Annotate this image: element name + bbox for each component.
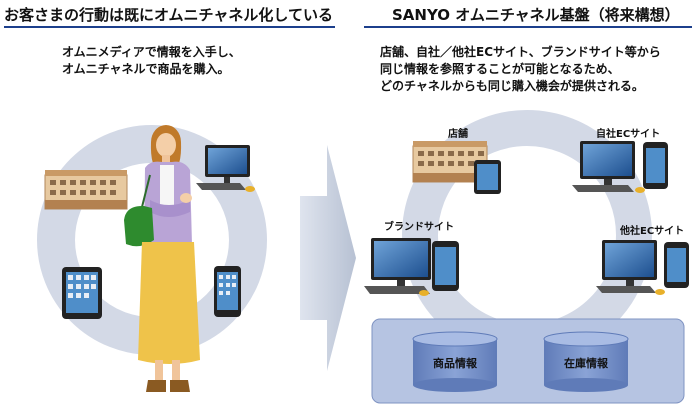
database-label-inventory-info: 在庫情報 [564,357,608,370]
store-building-icon [44,170,128,210]
right-description-line-3: どのチャネルからも同じ購入機会が提供される。 [380,79,644,93]
database-icon [412,331,498,392]
left-description-line-2: オムニチャネルで商品を購入。 [62,62,230,76]
right-title-underline [364,26,692,28]
desktop-computer-icon [364,238,431,296]
left-title-underline [4,26,335,28]
left-panel-title: お客さまの行動は既にオムニチャネル化している [4,6,333,24]
desktop-computer-icon [596,240,665,295]
desktop-computer-icon [196,145,255,192]
customer-woman-illustration [124,125,200,392]
smartphone-icon [214,266,241,317]
tablet-icon [62,267,102,319]
smartphone-icon [664,242,689,288]
left-description-line-1: オムニメディアで情報を入手し、 [62,45,241,59]
node-label-own-ec: 自社ECサイト [596,129,661,140]
smartphone-icon [643,142,668,189]
node-label-store: 店舗 [448,129,468,140]
transition-arrow [300,145,356,371]
database-label-product-info: 商品情報 [433,357,477,370]
node-label-other-ec: 他社ECサイト [620,226,685,237]
tablet-icon [474,160,501,194]
node-label-brand-site: ブランドサイト [384,222,454,233]
right-description-line-1: 店舗、自社／他社ECサイト、ブランドサイト等から [380,45,661,59]
right-panel-title: SANYO オムニチャネル基盤（将来構想） [392,6,680,24]
desktop-computer-icon [572,141,645,193]
smartphone-icon [432,241,459,291]
database-icon [543,331,629,392]
right-description-line-2: 同じ情報を参照することが可能となるため、 [380,62,620,76]
